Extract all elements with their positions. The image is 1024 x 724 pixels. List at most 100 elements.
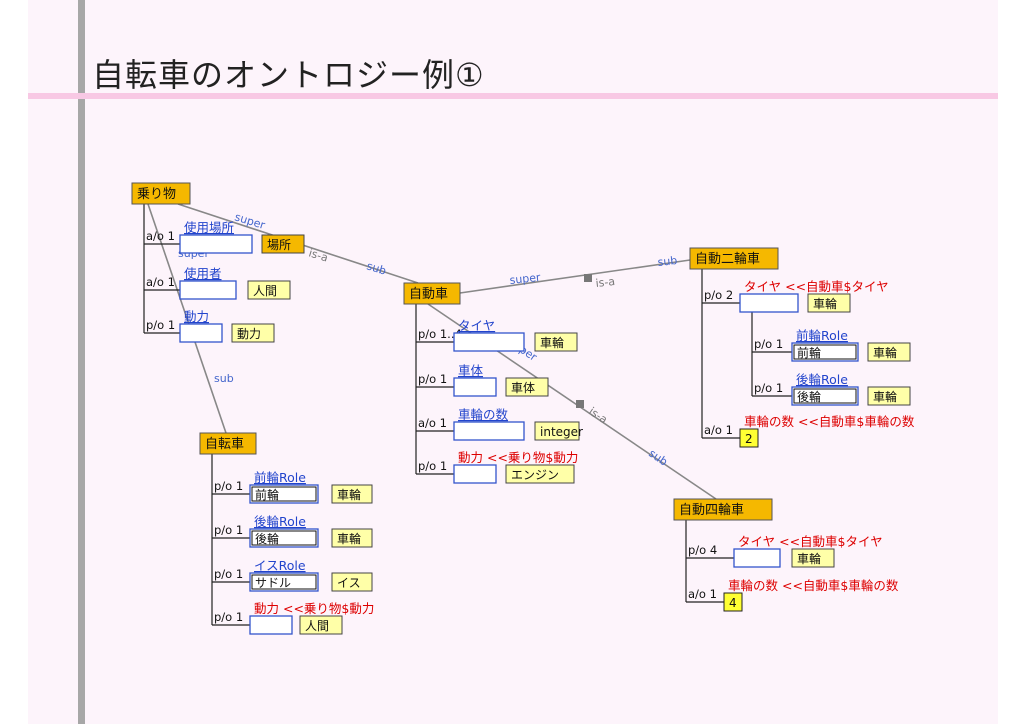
slot-class-box	[791, 548, 835, 568]
slot-cardinality: a/o 1	[418, 416, 447, 430]
slot-role-box	[179, 234, 253, 254]
slot-value-text: 前輪	[797, 345, 821, 360]
isa-link-line	[459, 259, 691, 294]
slot-class-box	[299, 615, 343, 635]
slot-cardinality: p/o 1	[214, 610, 243, 624]
slot-class-text: 車体	[511, 381, 535, 395]
left-accent-bar	[78, 0, 85, 724]
slot-class-text: 車輪	[813, 296, 837, 311]
isa-link-line	[147, 203, 227, 434]
slot-role-label: 前輪Role	[796, 328, 848, 343]
concept-node-label: 自動車	[409, 287, 448, 302]
slot-class-text: 車輪	[337, 531, 361, 546]
slot-cardinality: p/o 1	[214, 523, 243, 537]
slot-role-inner-box	[251, 530, 317, 546]
slot-cardinality: p/o 1	[214, 567, 243, 581]
slot-role-inner-box	[793, 344, 857, 360]
slot-role-box	[791, 342, 859, 362]
slot-role-box	[733, 548, 781, 568]
slot-role-box	[249, 615, 293, 635]
slot-class-box	[867, 386, 911, 406]
concept-node-box	[403, 282, 461, 305]
slot-value-text: サドル	[255, 576, 291, 590]
slide-title: 自転車のオントロジー例①	[92, 56, 485, 94]
slot-class-box	[505, 377, 549, 397]
title-underline	[28, 93, 998, 99]
slot-role-label: タイヤ	[458, 318, 495, 333]
slot-cardinality: p/o 1	[146, 318, 175, 332]
slot-class-text: 車輪	[797, 551, 821, 566]
slot-class-box	[807, 293, 851, 313]
concept-node-label: 自転車	[205, 437, 244, 452]
slot-cardinality: p/o 1	[754, 381, 783, 395]
slot-class-text: 車輪	[873, 389, 897, 404]
slot-role-box	[249, 572, 319, 592]
concept-node-label: 自動四輪車	[679, 502, 744, 518]
slot-class-text: 人間	[305, 619, 329, 633]
concept-node-box	[131, 182, 191, 205]
slot-value-text: 4	[729, 596, 737, 610]
slot-role-label: 後輪Role	[254, 514, 306, 529]
slot-cardinality: a/o 1	[146, 275, 175, 289]
concept-node-box	[689, 247, 779, 270]
slot-role-label: 動力 <<乗り物$動力	[458, 450, 578, 465]
slot-class-box	[261, 234, 305, 254]
slot-role-label: 車輪の数	[458, 407, 509, 422]
slot-cardinality: a/o 1	[146, 229, 175, 243]
slot-value-text: 後輪	[255, 531, 279, 546]
slot-class-text: 車輪	[540, 335, 564, 350]
slot-class-box	[867, 342, 911, 362]
slot-cardinality: a/o 1	[704, 423, 733, 437]
isa-link-marker	[584, 274, 592, 282]
slot-value-text: 2	[745, 432, 753, 446]
slot-role-label: イスRole	[254, 558, 306, 573]
slot-role-label: 使用者	[184, 266, 222, 281]
slot-role-inner-box	[251, 486, 317, 502]
concept-node-box	[199, 432, 257, 455]
slot-class-box	[331, 484, 373, 504]
slot-role-label: 車輪の数 <<自動車$車輪の数	[728, 578, 899, 593]
slot-role-label: タイヤ <<自動車$タイヤ	[738, 534, 883, 549]
slot-class-box	[534, 421, 580, 441]
slot-class-text: 人間	[253, 284, 277, 298]
slot-class-box	[331, 572, 373, 592]
slot-role-box	[453, 332, 525, 352]
slot-role-label: 動力	[184, 309, 209, 324]
slot-role-inner-box	[251, 574, 317, 590]
slot-class-text: 場所	[267, 238, 291, 252]
slot-class-box	[231, 323, 275, 343]
slot-role-box	[179, 280, 237, 300]
isa-link-label-sub: sub	[657, 254, 678, 269]
slot-value-text: 前輪	[255, 487, 279, 502]
slot-cardinality: p/o 4	[688, 543, 717, 557]
slot-role-box	[453, 464, 497, 484]
slot-role-box	[453, 377, 497, 397]
slot-cardinality: p/o 1	[418, 459, 447, 473]
isa-link-marker	[576, 400, 584, 408]
slot-role-box	[249, 528, 319, 548]
slot-cardinality: a/o 1	[688, 587, 717, 601]
isa-link-label-is-a: is-a	[586, 405, 609, 427]
slot-role-box	[453, 421, 525, 441]
slot-cardinality: p/o 1	[418, 372, 447, 386]
slot-role-label: 車体	[458, 363, 484, 378]
concept-node-label: 乗り物	[137, 187, 176, 202]
isa-link-label-sub: sub	[214, 372, 234, 385]
slot-role-box	[791, 386, 859, 406]
slot-class-text: エンジン	[511, 468, 559, 482]
slot-cardinality: p/o 1	[214, 479, 243, 493]
isa-link-label-sub: sub	[365, 259, 388, 277]
slot-cardinality: p/o 1	[754, 337, 783, 351]
concept-node-box	[673, 498, 773, 521]
slot-class-box	[505, 464, 575, 484]
slot-role-inner-box	[793, 388, 857, 404]
isa-link-label-is-a: is-a	[595, 275, 616, 290]
slot-class-text: イス	[337, 576, 361, 590]
isa-link-label-super: super	[509, 271, 542, 287]
slot-cardinality: p/o 2	[704, 288, 733, 302]
isa-link-label-super: super	[233, 210, 267, 232]
slot-class-box	[247, 280, 291, 300]
slot-role-label: 使用場所	[184, 220, 234, 235]
